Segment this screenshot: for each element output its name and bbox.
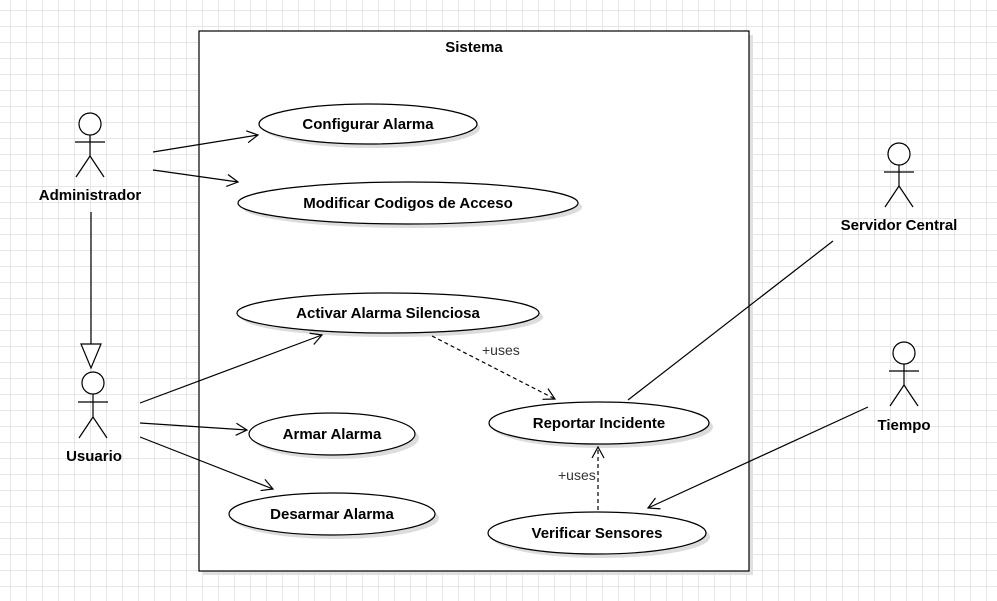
stick-figure-icon	[78, 371, 108, 439]
use-case-reportar-incidente[interactable]: Reportar Incidente	[488, 401, 713, 448]
system-title: Sistema	[445, 39, 503, 56]
association-tiempo-verificar[interactable]	[646, 406, 869, 510]
stick-figure-icon	[889, 341, 919, 407]
actor-label: Administrador	[39, 187, 142, 204]
use-case-label: Activar Alarma Silenciosa	[296, 305, 480, 322]
actor-label: Servidor Central	[841, 217, 958, 234]
use-case-configurar-alarma[interactable]: Configurar Alarma	[258, 103, 480, 148]
association-servidor-reportar[interactable]	[627, 240, 834, 401]
generalization-usuario-admin[interactable]	[80, 212, 102, 370]
association-usuario-armar[interactable]	[139, 422, 249, 436]
actor-tiempo[interactable]: Tiempo	[877, 341, 931, 434]
stick-figure-icon	[884, 142, 914, 208]
use-case-label: Verificar Sensores	[532, 525, 663, 542]
association-admin-modificar[interactable]	[152, 169, 240, 187]
use-case-desarmar-alarma[interactable]: Desarmar Alarma	[228, 492, 439, 539]
use-case-label: Reportar Incidente	[533, 415, 666, 432]
association-usuario-activar[interactable]	[139, 332, 324, 404]
stick-figure-icon	[75, 112, 105, 178]
use-case-label: Configurar Alarma	[302, 116, 434, 133]
use-case-label: Armar Alarma	[283, 426, 382, 443]
actor-label: Tiempo	[877, 417, 930, 434]
actor-usuario[interactable]: Usuario	[66, 371, 122, 465]
association-admin-configurar[interactable]	[152, 130, 260, 153]
uses-label: +uses	[558, 467, 596, 483]
use-case-label: Modificar Codigos de Acceso	[303, 195, 512, 212]
use-case-verificar-sensores[interactable]: Verificar Sensores	[487, 511, 710, 558]
use-case-activar-silenciosa[interactable]: Activar Alarma Silenciosa	[236, 292, 543, 337]
actor-servidor-central[interactable]: Servidor Central	[841, 142, 958, 234]
uses-label: +uses	[482, 342, 520, 358]
use-case-label: Desarmar Alarma	[270, 506, 394, 523]
use-case-modificar-codigos[interactable]: Modificar Codigos de Acceso	[237, 181, 582, 228]
actor-administrador[interactable]: Administrador	[39, 112, 142, 204]
actor-label: Usuario	[66, 448, 122, 465]
association-usuario-desarmar[interactable]	[139, 436, 275, 492]
use-case-armar-alarma[interactable]: Armar Alarma	[248, 412, 419, 459]
uses-activar-reportar[interactable]	[431, 335, 557, 400]
